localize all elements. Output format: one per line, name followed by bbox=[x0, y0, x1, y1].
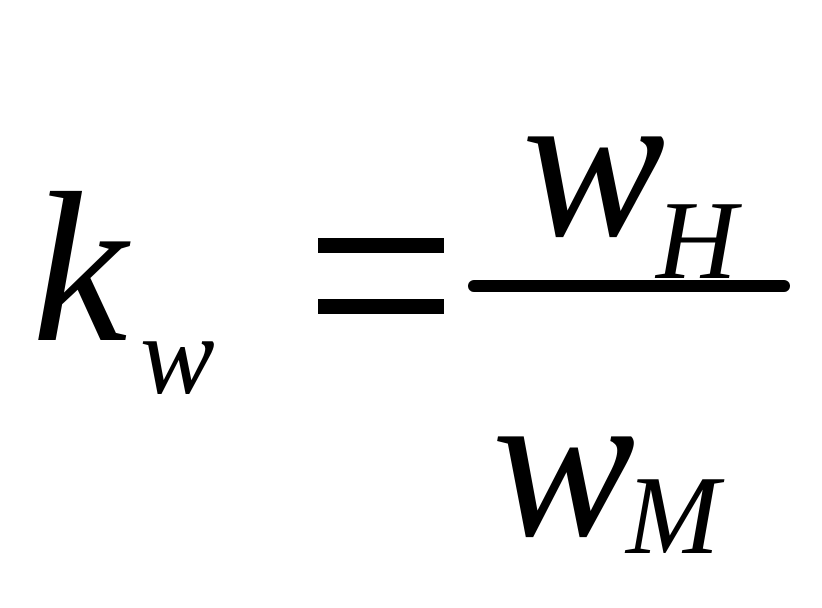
denominator-subscript: M bbox=[626, 454, 720, 578]
denominator-symbol: w bbox=[492, 343, 636, 582]
fraction-line bbox=[468, 280, 790, 292]
numerator-subscript: H bbox=[656, 179, 737, 303]
lhs-symbol: k bbox=[32, 148, 128, 387]
numerator-symbol: w bbox=[522, 43, 666, 282]
equals-sign-top-bar bbox=[318, 238, 444, 253]
lhs-subscript: w bbox=[140, 294, 215, 418]
equals-sign-bottom-bar bbox=[318, 299, 444, 314]
